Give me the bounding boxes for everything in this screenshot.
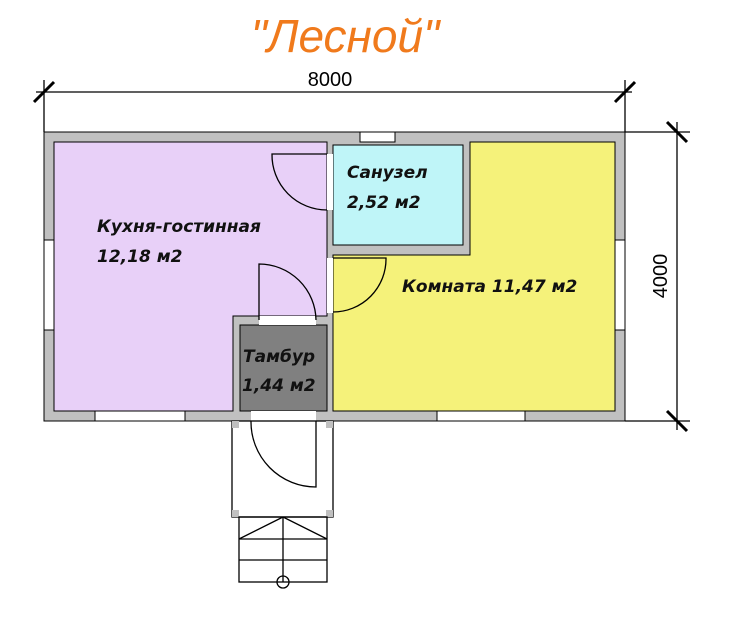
height-label: 4000 — [650, 254, 672, 299]
room-label: Комната 11,47 м2 — [402, 277, 577, 297]
window-bottom-right — [436, 410, 526, 422]
kitchen-area — [53, 141, 328, 412]
entrance-door — [250, 420, 317, 488]
height-dimension: 4000 — [625, 120, 690, 433]
width-dimension: 8000 — [32, 69, 637, 132]
stair-arrow-icon — [276, 575, 290, 589]
window-left — [43, 239, 55, 331]
bathroom-name: Санузел — [347, 163, 428, 183]
room-door — [332, 257, 387, 313]
kitchen-name: Кухня-гостинная — [97, 217, 261, 237]
window-right — [614, 239, 626, 331]
bathroom-area-label: 2,52 м2 — [347, 193, 421, 213]
bathroom-door — [271, 153, 328, 211]
vestibule-area-label: 1,44 м2 — [242, 376, 316, 396]
vestibule-area — [239, 324, 328, 412]
vestibule-name: Тамбур — [243, 347, 315, 367]
window-bottom-left — [94, 410, 186, 422]
width-label: 8000 — [308, 69, 353, 91]
room-area — [332, 141, 616, 412]
vestibule-door — [258, 263, 317, 321]
window-top — [359, 131, 396, 143]
bathroom-area — [332, 144, 464, 246]
kitchen-area-label: 12,18 м2 — [97, 247, 182, 267]
door-openings — [251, 154, 333, 421]
windows — [43, 131, 626, 422]
plan-title: "Лесной" — [251, 10, 442, 62]
porch — [231, 420, 334, 589]
doors — [250, 153, 387, 488]
